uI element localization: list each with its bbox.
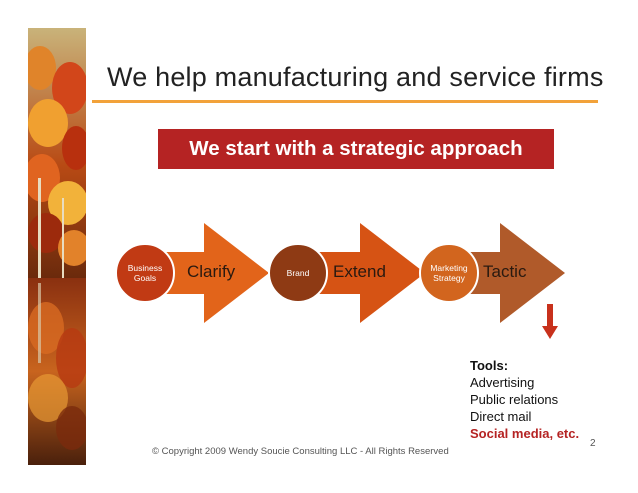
circle-label-business-goals: Business Goals (116, 263, 174, 283)
tool-item-public-relations: Public relations (470, 391, 579, 408)
step-label-clarify: Clarify (187, 262, 235, 282)
circle-label-brand: Brand (269, 268, 327, 278)
page-number: 2 (590, 438, 596, 449)
tools-list: Tools: Advertising Public relations Dire… (470, 357, 579, 442)
tool-item-advertising: Advertising (470, 374, 579, 391)
tool-item-social-media: Social media, etc. (470, 425, 579, 442)
circle-label-marketing-strategy: Marketing Strategy (420, 263, 478, 283)
tool-item-direct-mail: Direct mail (470, 408, 579, 425)
step-label-extend: Extend (333, 262, 386, 282)
step-label-tactic: Tactic (483, 262, 526, 282)
arrow-down-icon (542, 304, 558, 340)
tools-heading: Tools: (470, 357, 579, 374)
copyright-footer: © Copyright 2009 Wendy Soucie Consulting… (152, 446, 449, 457)
